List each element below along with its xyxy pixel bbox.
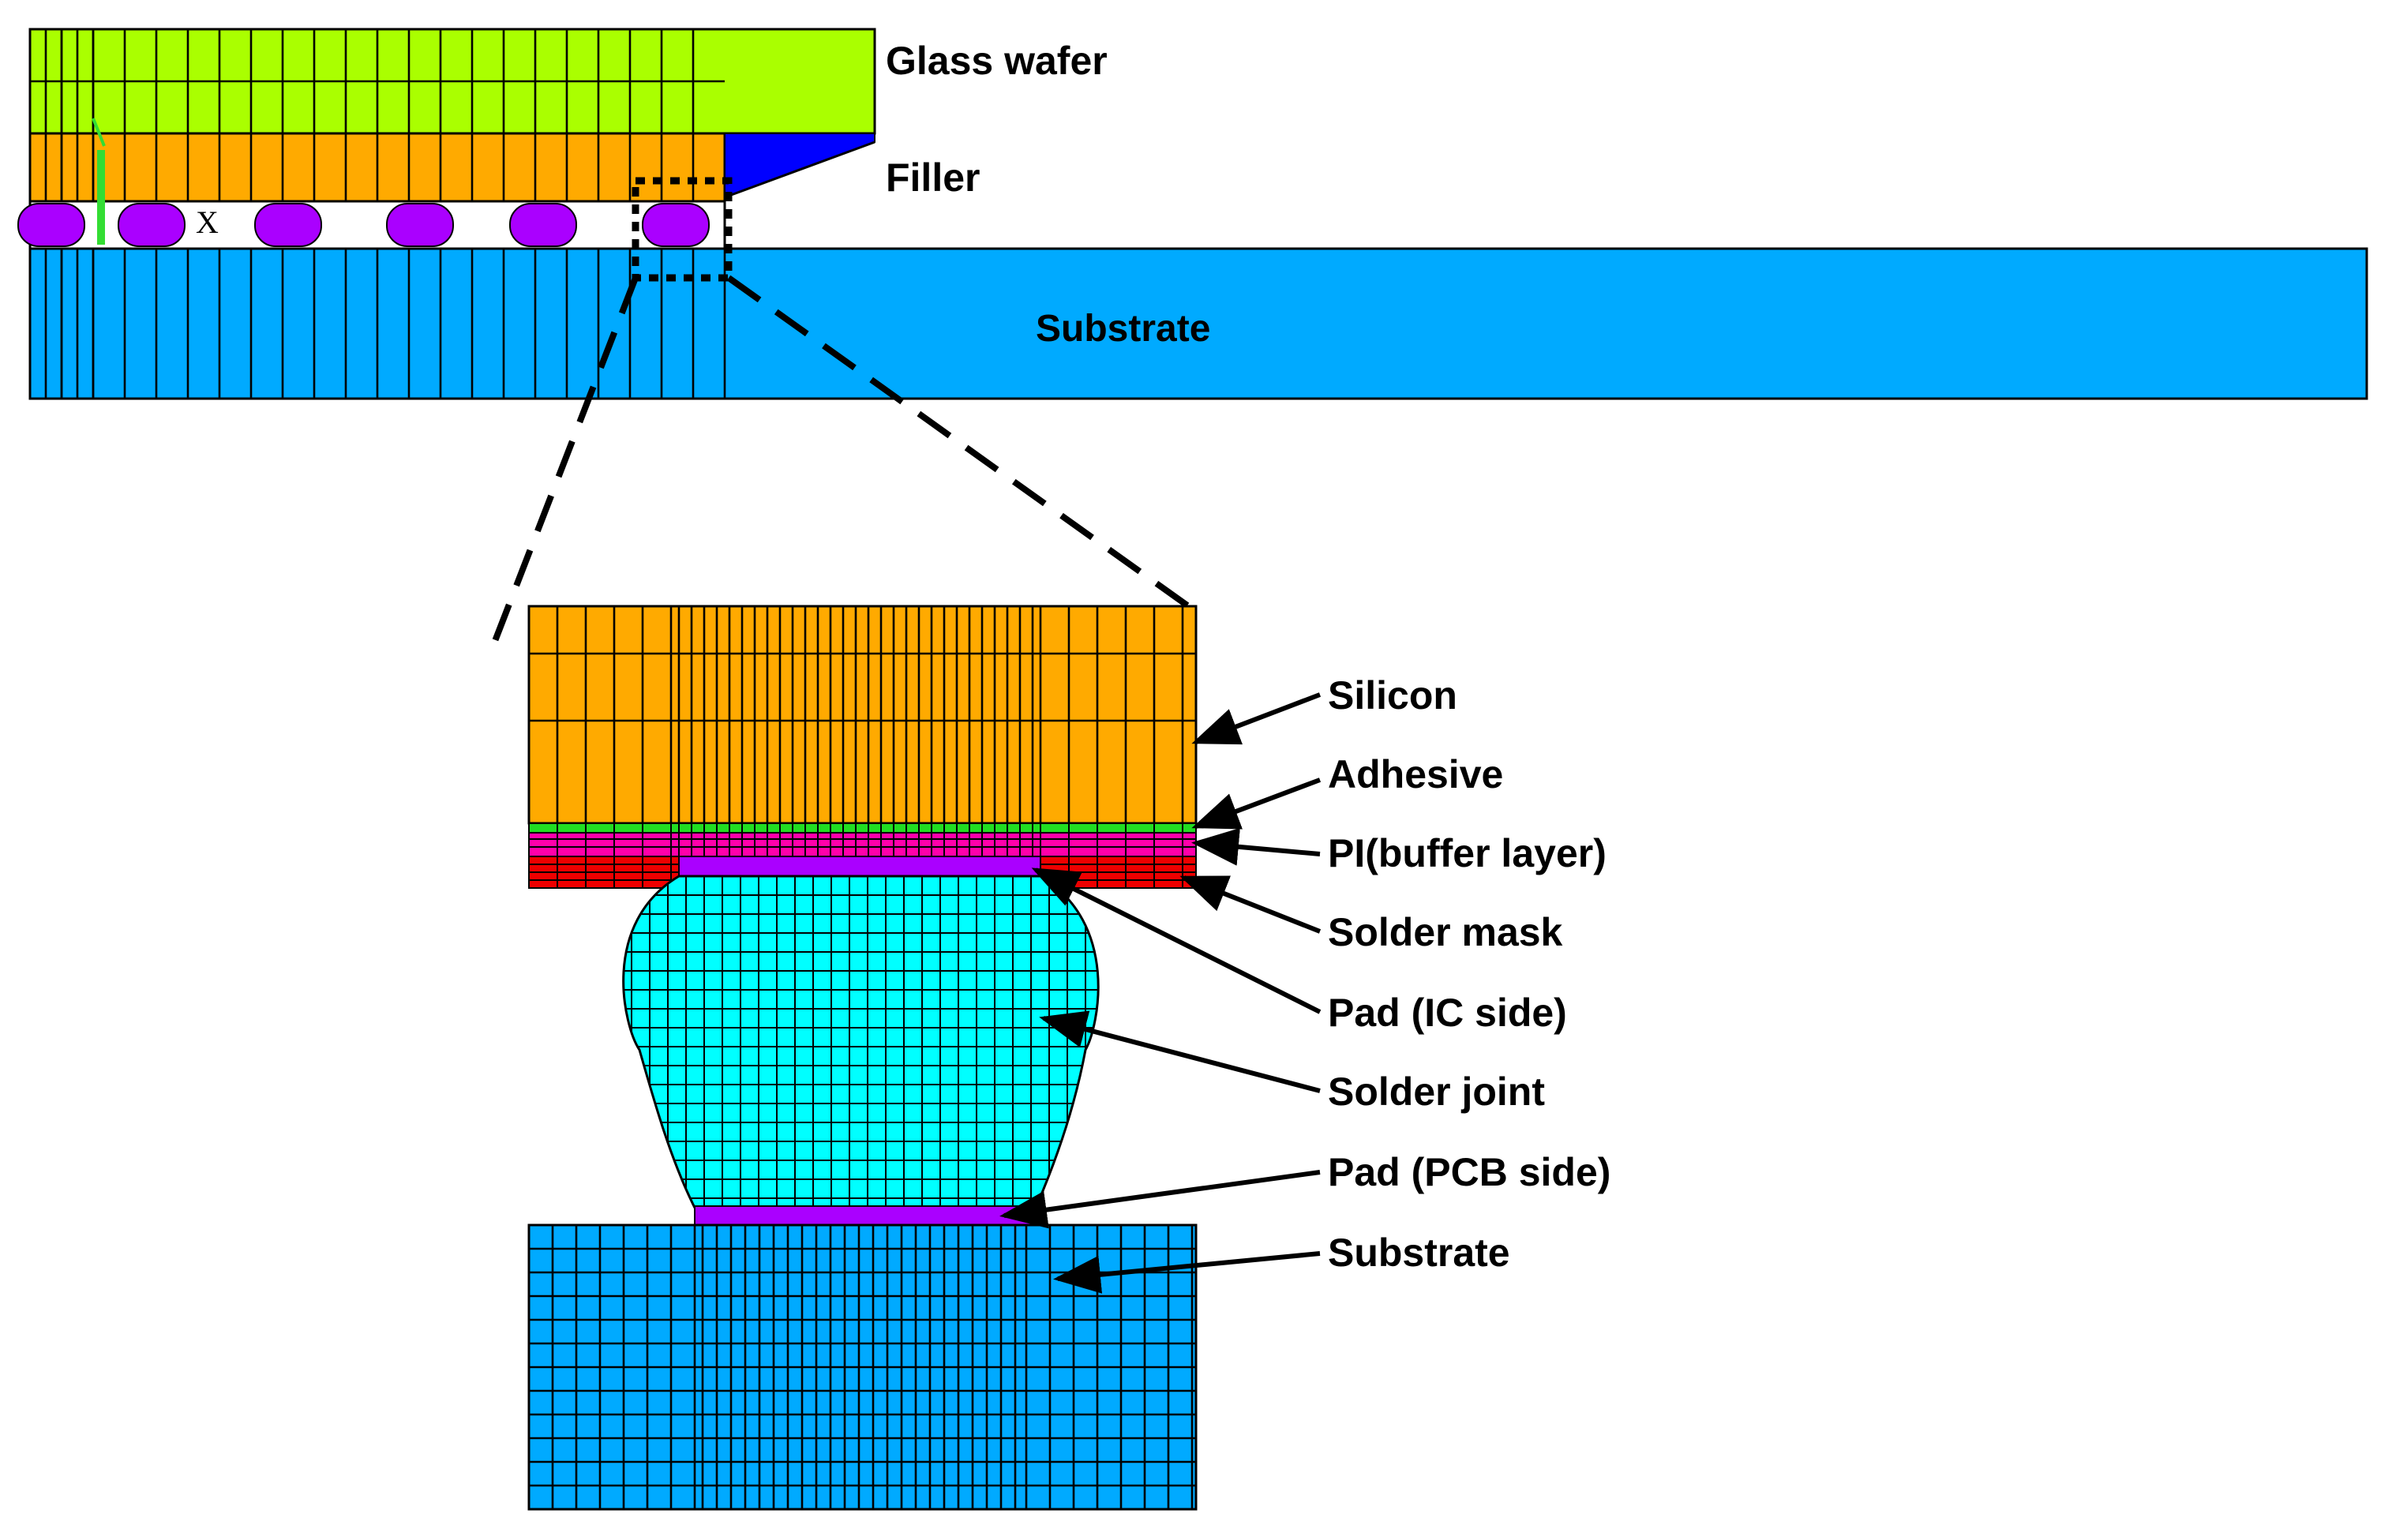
zoom-line-right	[726, 275, 1206, 620]
substrate-mesh	[28, 249, 726, 399]
detail-pad-ic	[678, 856, 1041, 878]
solder-bump	[254, 203, 322, 247]
detail-adhesive	[528, 822, 1197, 834]
label-glass-wafer: Glass wafer	[886, 39, 1108, 83]
arrow-adhesive	[1191, 777, 1322, 830]
arrow-pad-ic	[1031, 867, 1322, 1014]
silicon-die-mesh	[28, 133, 695, 201]
arrow-pad-pcb	[999, 1170, 1321, 1229]
detail-silicon-mesh	[527, 606, 1196, 823]
detail-pi-buffer	[528, 832, 1197, 857]
label-substrate-detail: Substrate	[1328, 1231, 1510, 1275]
solder-bump	[118, 203, 186, 247]
arrow-substrate	[1053, 1251, 1321, 1294]
label-pad-pcb: Pad (PCB side)	[1328, 1150, 1610, 1194]
detail-silicon	[527, 605, 1198, 825]
label-pi-buffer: PI(buffer layer)	[1328, 831, 1607, 875]
label-silicon: Silicon	[1328, 673, 1457, 718]
leader-arrows	[999, 692, 1322, 1294]
arrow-silicon	[1191, 692, 1322, 745]
solder-bump-row	[17, 203, 710, 247]
detail-labels: Silicon Adhesive PI(buffer layer) Solder…	[1328, 673, 1610, 1275]
solder-bump	[509, 203, 577, 247]
solder-bump	[642, 203, 710, 247]
overview-model: X Glass wafer Filler Substrate	[17, 28, 2368, 400]
zoom-line-left	[488, 276, 639, 653]
label-adhesive: Adhesive	[1328, 752, 1503, 796]
filler-region	[724, 133, 875, 199]
detail-pad-pcb	[694, 1205, 1038, 1226]
solder-bump	[386, 203, 454, 247]
label-pad-ic: Pad (IC side)	[1328, 991, 1567, 1035]
solder-bump	[17, 203, 85, 247]
zoom-region-box	[632, 177, 733, 282]
detail-model	[527, 605, 1198, 1511]
label-filler: Filler	[886, 155, 980, 200]
label-solder-joint: Solder joint	[1328, 1070, 1545, 1114]
label-solder-mask: Solder mask	[1328, 910, 1563, 954]
arrow-solder-joint	[1039, 1010, 1321, 1093]
axis-label-x: X	[196, 204, 219, 240]
arrow-pi-buffer	[1191, 827, 1321, 866]
detail-solder-joint	[622, 875, 1100, 1209]
arrow-solder-mask	[1179, 875, 1322, 934]
label-substrate-overview: Substrate	[1036, 308, 1210, 350]
substrate-layer	[28, 247, 2368, 400]
